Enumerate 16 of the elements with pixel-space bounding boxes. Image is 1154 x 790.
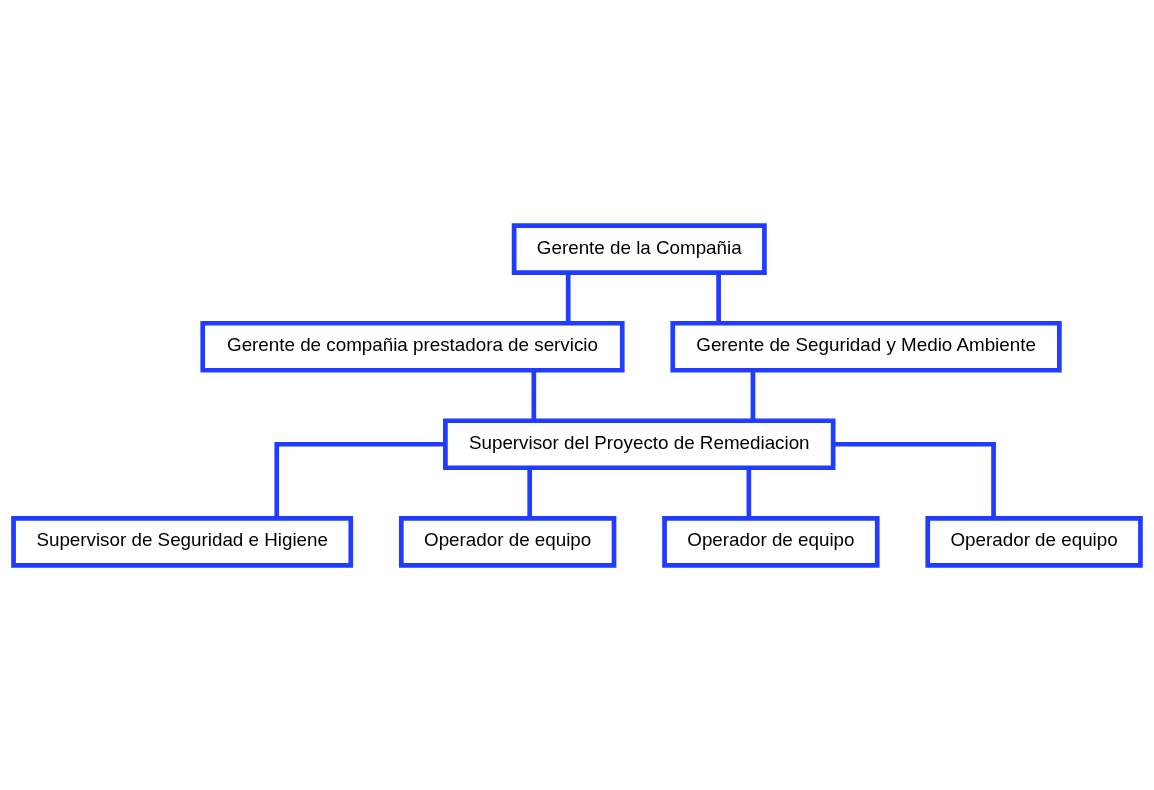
connector [716,272,721,323]
connector [833,441,996,518]
node-box: Supervisor del Proyecto de Remediacion [443,417,836,470]
node-box: Operador de equipo [398,515,617,568]
node-box: Operador de equipo [925,515,1143,568]
node-box: Gerente de compañia prestadora de servicio [200,320,625,373]
node-box: Gerente de la Compañia [511,222,767,275]
connector [750,369,756,421]
connector [527,467,533,518]
connector [531,369,537,421]
connector [565,272,571,323]
connector [274,441,446,518]
connector [746,467,752,518]
node-box: Supervisor de Seguridad e Higiene [11,515,354,568]
node-box: Gerente de Seguridad y Medio Ambiente [670,320,1062,373]
node-box: Operador de equipo [662,515,880,568]
